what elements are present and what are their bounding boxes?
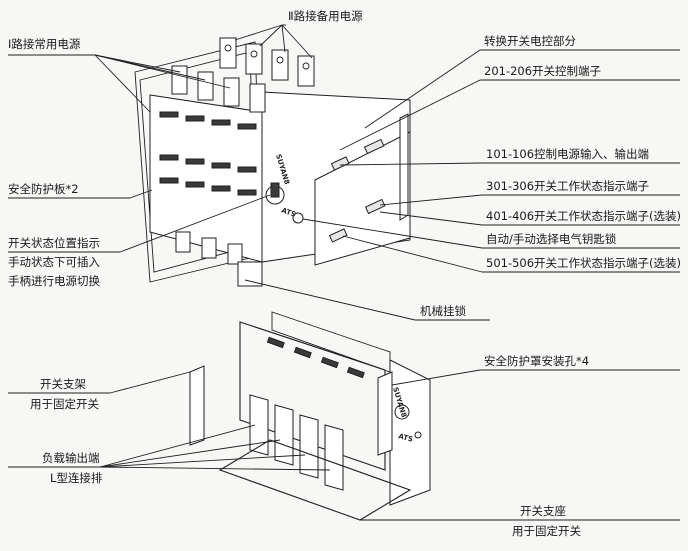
label-l-busbar: L型连接排 xyxy=(50,471,103,485)
mechanical-interlock xyxy=(237,261,263,287)
label-mechanical-lock: 机械挂锁 xyxy=(420,304,466,318)
label-source-2: Ⅱ路接备用电源 xyxy=(288,9,363,23)
label-control-terminals: 201-206开关控制端子 xyxy=(484,64,601,78)
label-source-1: Ⅰ路接常用电源 xyxy=(8,37,81,51)
labels: Ⅱ路接备用电源 Ⅰ路接常用电源 转换开关电控部分 201-206开关控制端子 1… xyxy=(8,9,681,538)
switch-frame xyxy=(239,321,386,471)
label-manual-insert: 手动状态下可插入 xyxy=(8,255,100,269)
bus-terminals-bottom xyxy=(175,231,243,265)
embossed-model-bottom: ATS xyxy=(397,432,413,444)
panel-slots-top xyxy=(159,111,257,196)
label-status-terminals-301: 301-306开关工作状态指示端子 xyxy=(486,179,649,193)
panel-slots-bottom xyxy=(266,336,365,379)
label-switch-base: 开关支座 xyxy=(520,504,566,518)
label-status-terminals-401: 401-406开关工作状态指示端子(选装) xyxy=(486,209,681,223)
label-cover-holes: 安全防护罩安装孔*4 xyxy=(484,354,589,368)
auto-manual-key-lock xyxy=(292,212,304,224)
label-power-io-terminals: 101-106控制电源输入、输出端 xyxy=(486,147,649,161)
side-terminal-blocks xyxy=(328,138,386,243)
label-electric-control: 转换开关电控部分 xyxy=(484,34,576,48)
side-bracket-top xyxy=(399,113,409,221)
label-position-indicator: 开关状态位置指示 xyxy=(8,236,100,250)
label-status-terminals-501: 501-506开关工作状态指示端子(选装) xyxy=(486,256,681,270)
label-safety-plate: 安全防护板*2 xyxy=(8,182,79,196)
bottom-switch-assembly: SUYAN8 ATS xyxy=(189,311,431,521)
leader-lines xyxy=(8,24,680,521)
switch-bracket xyxy=(189,365,205,446)
rotary-handle xyxy=(265,182,285,205)
label-key-lock: 自动/手动选择电气钥匙锁 xyxy=(486,232,617,246)
label-base-purpose: 用于固定开关 xyxy=(512,524,581,538)
rotary-handle-bottom xyxy=(394,404,410,420)
label-switch-bracket: 开关支架 xyxy=(40,377,86,391)
top-switch-assembly: SUYAN8 ATS xyxy=(134,37,411,287)
l-shaped-busbars xyxy=(249,394,344,491)
switch-base xyxy=(218,439,412,521)
bus-terminals-row-2 xyxy=(219,37,315,87)
label-load-output: 负载输出端 xyxy=(42,451,100,465)
label-handle-switch: 手柄进行电源切换 xyxy=(8,274,100,288)
switch-body-bottom xyxy=(389,359,431,506)
label-bracket-purpose: 用于固定开关 xyxy=(30,397,99,411)
